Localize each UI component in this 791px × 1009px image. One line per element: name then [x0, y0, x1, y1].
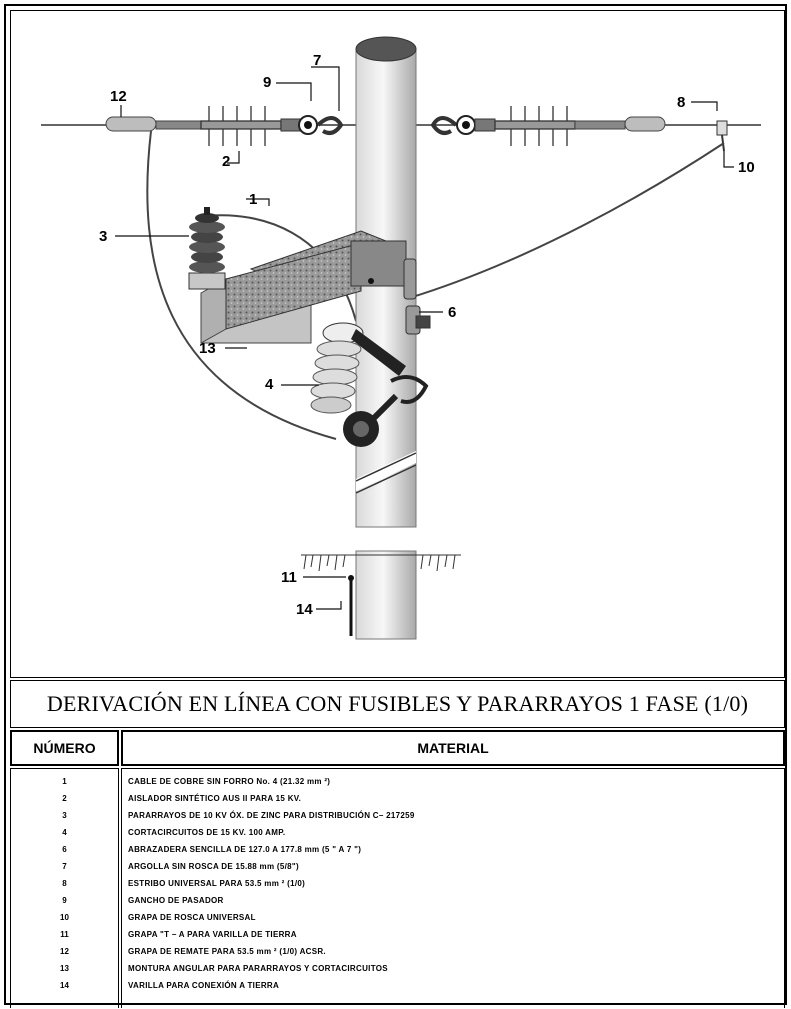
callout-9: 9	[263, 74, 271, 91]
callout-6: 6	[448, 304, 456, 321]
drawing-title: DERIVACIÓN EN LÍNEA CON FUSIBLES Y PARAR…	[10, 680, 785, 728]
row-number: 7	[62, 862, 67, 871]
table-row: 1 CABLE DE COBRE SIN FORRO No. 4 (21.32 m…	[10, 774, 785, 789]
row-material: ABRAZADERA SENCILLA DE 127.0 A 177.8 mm …	[128, 845, 362, 854]
insulator-right	[494, 106, 576, 146]
row-number: 12	[60, 947, 69, 956]
row-material: GRAPA DE ROSCA UNIVERSAL	[128, 913, 256, 922]
dead-end-clamp-left	[105, 116, 207, 132]
callout-8: 8	[677, 94, 685, 111]
table-row: 10 GRAPA DE ROSCA UNIVERSAL	[10, 910, 785, 925]
row-material: AISLADOR SINTÉTICO AUS II PARA 15 KV.	[128, 794, 302, 803]
clevis-hook-left	[316, 116, 344, 135]
row-material: VARILLA PARA CONEXIÓN A TIERRA	[128, 981, 280, 990]
row-number: 3	[62, 811, 67, 820]
row-number: 10	[60, 913, 69, 922]
pole-diagram: 1 2 3 4 6 7 8 9 10 11 14 12 13	[41, 36, 761, 640]
row-material: GRAPA "T – A PARA VARILLA DE TIERRA	[128, 930, 297, 939]
callout-1: 1	[249, 191, 257, 208]
column-header-number: NÚMERO	[10, 730, 119, 766]
material-column	[121, 768, 785, 1008]
materials-table: 1 CABLE DE COBRE SIN FORRO No. 4 (21.32 m…	[10, 768, 785, 1008]
callout-leaders	[115, 66, 734, 610]
installation-drawing: 1 2 3 4 6 7 8 9 10 11 14 12 13	[10, 10, 785, 678]
surge-arrester	[188, 207, 226, 290]
table-row: 2 AISLADOR SINTÉTICO AUS II PARA 15 KV.	[10, 791, 785, 806]
clevis-hook-right	[430, 116, 458, 135]
table-row: 4 CORTACIRCUITOS DE 15 KV. 100 AMP.	[10, 825, 785, 840]
row-number: 2	[62, 794, 67, 803]
table-row: 8 ESTRIBO UNIVERSAL PARA 53.5 mm ² (1/0)	[10, 876, 785, 891]
row-material: CABLE DE COBRE SIN FORRO No. 4 (21.32 mm…	[128, 777, 331, 786]
table-row: 6 ABRAZADERA SENCILLA DE 127.0 A 177.8 mm…	[10, 842, 785, 857]
table-row: 3 PARARRAYOS DE 10 KV ÓX. DE ZINC PARA DI…	[10, 808, 785, 823]
table-row: 7 ARGOLLA SIN ROSCA DE 15.88 mm (5/8")	[10, 859, 785, 874]
table-row: 14 VARILLA PARA CONEXIÓN A TIERRA	[10, 978, 785, 993]
number-column	[10, 768, 119, 1008]
row-material: CORTACIRCUITOS DE 15 KV. 100 AMP.	[128, 828, 286, 837]
row-material: MONTURA ANGULAR PARA PARARRAYOS Y CORTAC…	[128, 964, 388, 973]
dead-end-clamp-right	[574, 120, 626, 130]
callout-14: 14	[296, 601, 313, 618]
lead-wire-left	[146, 130, 337, 440]
row-number: 6	[62, 845, 67, 854]
row-material: ARGOLLA SIN ROSCA DE 15.88 mm (5/8")	[128, 862, 299, 871]
row-number: 1	[62, 777, 67, 786]
row-number: 11	[60, 930, 69, 939]
callout-13: 13	[199, 340, 216, 357]
table-row: 13 MONTURA ANGULAR PARA PARARRAYOS Y CORT…	[10, 961, 785, 976]
row-number: 9	[62, 896, 67, 905]
callout-11: 11	[281, 569, 297, 586]
row-material: GANCHO DE PASADOR	[128, 896, 224, 905]
ground-rod-clamp	[348, 575, 354, 581]
insulator-left	[200, 106, 282, 146]
column-header-material: MATERIAL	[121, 730, 785, 766]
lead-wire-right	[405, 142, 725, 300]
fuse-cutout	[310, 322, 429, 447]
callout-12: 12	[110, 88, 127, 105]
row-number: 8	[62, 879, 67, 888]
sheet-frame	[4, 4, 787, 1005]
row-material: GRAPA DE REMATE PARA 53.5 mm ² (1/0) ACS…	[128, 947, 326, 956]
table-row: 12 GRAPA DE REMATE PARA 53.5 mm ² (1/0) A…	[10, 944, 785, 959]
table-row: 11 GRAPA "T – A PARA VARILLA DE TIERRA	[10, 927, 785, 942]
row-number: 4	[62, 828, 67, 837]
callout-10: 10	[738, 159, 755, 176]
callout-7: 7	[313, 52, 321, 69]
row-number: 13	[60, 964, 69, 973]
row-material: ESTRIBO UNIVERSAL PARA 53.5 mm ² (1/0)	[128, 879, 306, 888]
callout-2: 2	[222, 153, 230, 170]
row-material: PARARRAYOS DE 10 KV ÓX. DE ZINC PARA DIS…	[128, 811, 415, 820]
callout-3: 3	[99, 228, 107, 245]
pole-clamps	[403, 258, 431, 335]
ground-surface	[301, 554, 461, 572]
row-number: 14	[60, 981, 69, 990]
table-row: 9 GANCHO DE PASADOR	[10, 893, 785, 908]
callout-4: 4	[265, 376, 274, 393]
